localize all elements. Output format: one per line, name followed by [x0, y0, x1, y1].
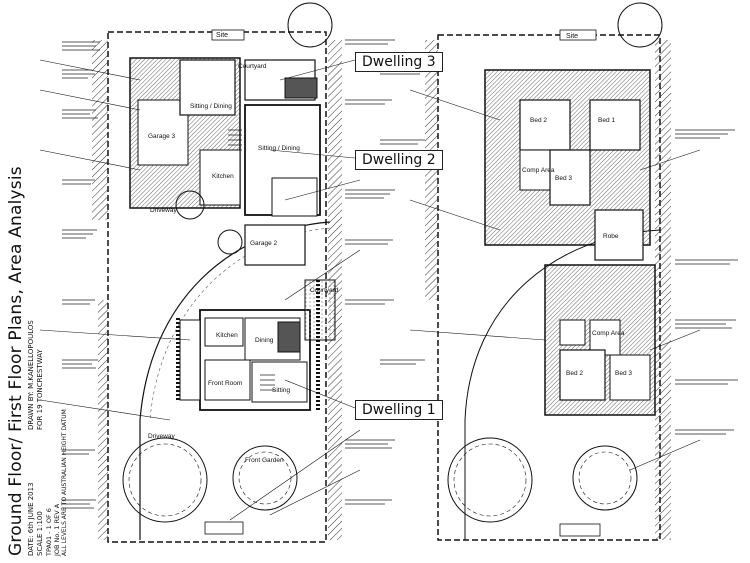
room-kitchen-3: Kitchen — [212, 173, 234, 180]
sheet-note: ALL LEVELS ARE TO AUSTRALIAN HEIGHT DATU… — [61, 409, 68, 556]
room-courtyard-3: Courtyard — [238, 63, 267, 70]
callout-dwelling-3: Dwelling 3 — [355, 52, 443, 72]
room-labels: Garage 3 Sitting / Dining Sitting / Dini… — [148, 32, 632, 464]
site-label-ground: Site — [216, 32, 228, 39]
room-bed2-upper: Bed 2 — [530, 117, 547, 124]
room-sitting-dining-2: Sitting / Dining — [258, 145, 300, 152]
room-garage2: Garage 2 — [250, 240, 277, 247]
sheet-date: DATE: 6th JUNE 2013 — [27, 482, 35, 556]
room-driveway-3: Driveway — [150, 207, 177, 214]
site-label-first: Site — [566, 33, 578, 40]
room-sitting-dining: Sitting / Dining — [190, 103, 232, 110]
room-front-room: Front Room — [208, 380, 242, 387]
room-bed1-upper: Bed 1 — [598, 117, 615, 124]
room-comp-area-lower: Comp Area — [592, 330, 625, 337]
room-garage3: Garage 3 — [148, 133, 175, 140]
first-floor-plan — [380, 2, 738, 541]
room-bed2-lower: Bed 2 — [566, 370, 583, 377]
room-bed3-lower: Bed 3 — [615, 370, 632, 377]
room-sitting: Sitting — [272, 387, 290, 394]
sheet-drawn-for: FOR 19 TONCRESTWAY — [36, 349, 44, 430]
ground-floor-plan — [39, 2, 395, 543]
room-kitchen-1: Kitchen — [216, 332, 238, 339]
room-bed3-upper: Bed 3 — [555, 175, 572, 182]
sheet-revision: JOB No. 1 REV A — [53, 503, 61, 556]
sheet-page: TPA01 - 1 OF 6 — [45, 508, 53, 556]
room-dining: Dining — [255, 337, 274, 344]
room-robe: Robe — [603, 233, 619, 240]
sheet-scale: SCALE 1:100 — [36, 511, 44, 556]
sheet-title: Ground Floor/ First Floor Plans, Area An… — [6, 166, 26, 556]
room-front-garden: Front Garden — [245, 457, 284, 464]
sheet-drawn-by: DRAWN BY: M.KANELLOPOULOS — [27, 320, 35, 430]
room-courtyard-1: Courtyard — [310, 287, 339, 294]
callout-dwelling-1: Dwelling 1 — [355, 400, 443, 420]
room-driveway-1: Driveway — [148, 433, 175, 440]
room-comp-area-upper: Comp Area — [522, 167, 555, 174]
callout-dwelling-2: Dwelling 2 — [355, 150, 443, 170]
